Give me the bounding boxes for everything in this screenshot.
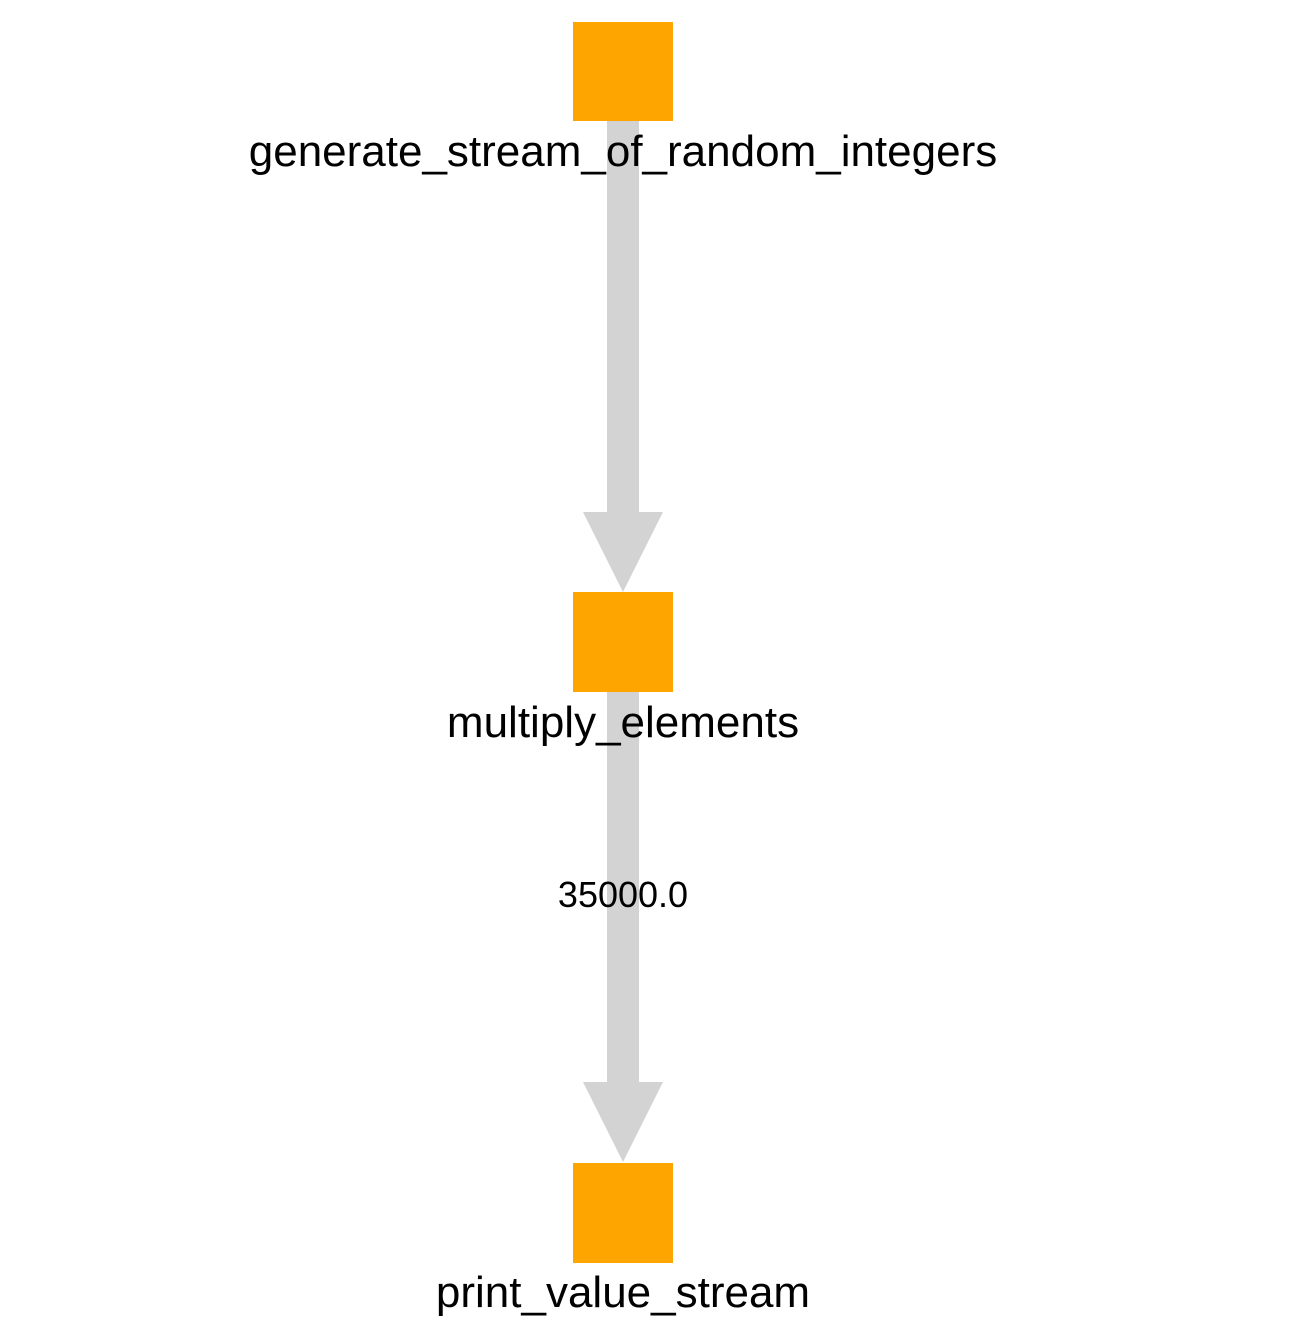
edge-arrowhead — [583, 512, 663, 592]
edge-shaft — [607, 690, 639, 1084]
edge-label-multiply-to-print: 35000.0 — [558, 874, 688, 915]
edge-generate-to-multiply[interactable] — [583, 120, 663, 592]
node-multiply-elements[interactable] — [573, 592, 673, 692]
node-label-generate-stream-of-random-integers: generate_stream_of_random_integers — [249, 127, 997, 176]
node-label-multiply-elements: multiply_elements — [447, 698, 799, 747]
edge-shaft — [607, 120, 639, 514]
node-generate-stream-of-random-integers[interactable] — [573, 22, 673, 121]
edge-multiply-to-print[interactable] — [583, 690, 663, 1162]
node-label-print-value-stream: print_value_stream — [436, 1268, 810, 1317]
edge-arrowhead — [583, 1082, 663, 1162]
node-print-value-stream[interactable] — [573, 1163, 673, 1263]
